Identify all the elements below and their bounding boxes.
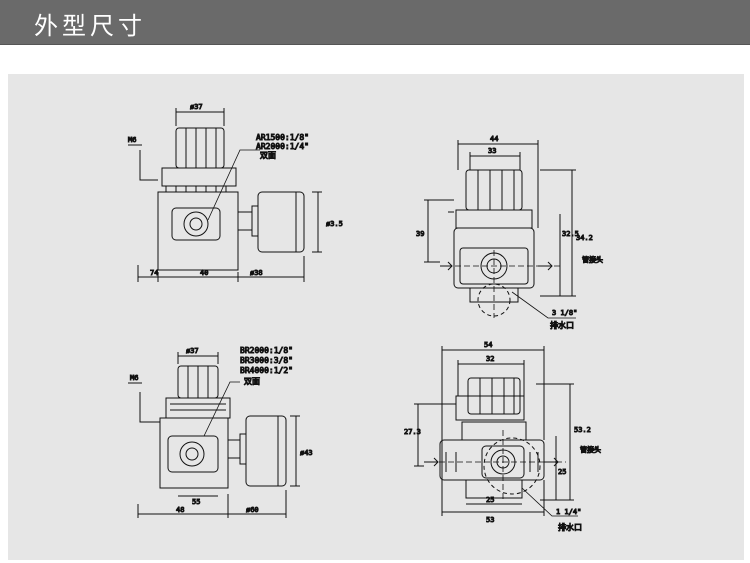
diagram-top-right <box>424 140 576 319</box>
tr-dim-right-1: 34.2 <box>576 234 593 242</box>
br-dim-left: 27.3 <box>404 428 421 436</box>
tl-label-2: AR2000:1/4" <box>256 142 309 151</box>
tr-dim-top-2: 33 <box>488 147 496 155</box>
tr-dim-left: 39 <box>416 230 424 238</box>
bl-dim-mid: 55 <box>192 498 200 506</box>
tl-dim-bottom-3: ø38 <box>250 269 263 277</box>
br-dim-top-1: 54 <box>484 341 492 349</box>
tl-label-1: AR1500:1/8" <box>256 133 309 142</box>
tr-dim-right-2: 32.5 <box>562 230 579 238</box>
diagram-bottom-left <box>128 352 300 518</box>
tr-label-side: 管接头 <box>582 255 603 264</box>
page-title: 外型尺寸 <box>34 12 146 40</box>
bl-label-2: BR3000:3/8" <box>240 356 293 365</box>
tl-dim-side: M6 <box>128 136 136 144</box>
tr-dim-top-1: 44 <box>490 135 498 143</box>
br-dim-right-2: 25 <box>558 468 566 476</box>
tl-dim-right: ø3.5 <box>326 220 343 228</box>
bl-dim-bottom-1: 48 <box>176 506 184 514</box>
bl-label-3: BR4000:1/2" <box>240 366 293 375</box>
tl-dim-bottom-2: 40 <box>200 269 208 277</box>
br-dim-right-1: 53.2 <box>574 426 591 434</box>
bl-label-1: BR2000:1/8" <box>240 346 293 355</box>
br-dim-top-2: 32 <box>486 355 494 363</box>
header-bar: 外型尺寸 <box>0 0 750 45</box>
tl-dim-top: ø37 <box>190 103 203 111</box>
br-dim-bottom-2: 53 <box>486 516 494 524</box>
diagram-bottom-right <box>414 346 578 517</box>
br-label-side: 管接头 <box>580 445 601 454</box>
drawing-panel <box>8 74 744 560</box>
tr-dim-port: 3 1/8" <box>552 309 577 317</box>
tl-label-3: 双面 <box>260 151 276 160</box>
bl-label-4: 双面 <box>244 377 260 386</box>
bl-dim-side: M6 <box>130 374 138 382</box>
bl-dim-right: ø43 <box>300 449 313 457</box>
bl-dim-bottom-2: ø60 <box>246 506 259 514</box>
diagram-top-left <box>128 108 322 282</box>
br-label-bottom: 排水口 <box>558 522 582 532</box>
bl-dim-top: ø37 <box>186 347 199 355</box>
br-dim-bottom-1: 25 <box>486 496 494 504</box>
tr-label-bottom: 排水口 <box>550 320 574 330</box>
br-dim-port: 1 1/4" <box>556 508 581 516</box>
tl-dim-bottom-1: 74 <box>150 269 158 277</box>
